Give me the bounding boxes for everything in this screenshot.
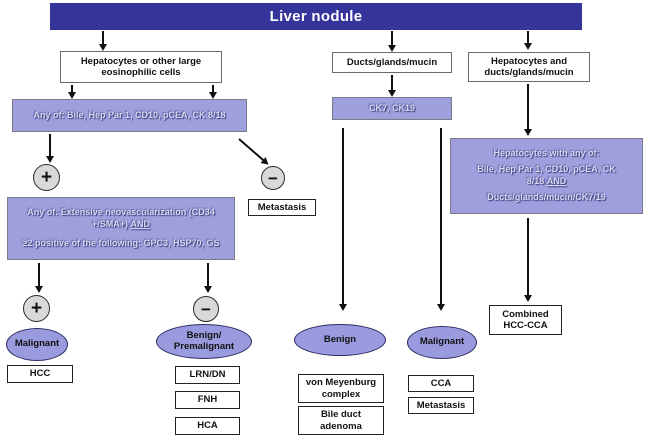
branch-right-label: Hepatocytes and ducts/glands/mucin [484, 55, 574, 78]
box-hepatocytes-large-eosinophilic: Hepatocytes or other large eosinophilic … [60, 51, 222, 83]
arrow-middle-branch-to-markers [391, 75, 393, 90]
arrow-ck-to-benign [342, 128, 344, 304]
box-bile-duct-adenoma: Bile duct adenoma [298, 406, 384, 435]
branch-middle-label: Ducts/glands/mucin [346, 56, 438, 68]
arrow-neovasc-negative [207, 263, 209, 286]
minus-icon: − [201, 299, 211, 319]
box-cca: CCA [408, 375, 474, 392]
arrow-right-branch-to-markers [527, 84, 529, 129]
minus-icon: − [268, 168, 278, 188]
box-hca: HCA [175, 417, 240, 435]
box-fnh: FNH [175, 391, 240, 409]
combined-markers-line3: Ducts/glands/mucin/CK7/19 [487, 192, 606, 203]
arrow-header-to-right-branch [527, 31, 529, 43]
ellipse-benign-ductal: Benign [294, 324, 386, 356]
box-hepatocytes-and-ducts: Hepatocytes and ducts/glands/mucin [468, 52, 590, 82]
hepatocyte-markers-text: Any of: Bile, Hep Par 1, CD10, pCEA, CK … [33, 109, 226, 120]
negative-sign-circle-1: − [261, 166, 285, 190]
box-hcc: HCC [7, 365, 73, 383]
box-von-meyenburg-complex: von Meyenburg complex [298, 374, 384, 403]
ellipse-malignant-hepatocellular: Malignant [6, 328, 68, 361]
combined-markers-line2: Bile, Hep Par 1, CD10, pCEA, CK 8/18 AND [477, 163, 616, 186]
panel-hepatocyte-markers: Any of: Bile, Hep Par 1, CD10, pCEA, CK … [12, 99, 247, 132]
positive-sign-circle-2: + [23, 295, 50, 322]
arrow-header-to-left-branch [102, 31, 104, 44]
ellipse-benign-premalignant: Benign/ Premalignant [156, 324, 252, 359]
panel-ck7-ck19: CK7, CK19 [332, 97, 452, 120]
ck7-ck19-text: CK7, CK19 [368, 102, 415, 113]
box-ducts-glands-mucin: Ducts/glands/mucin [332, 52, 452, 73]
ellipse-malignant-ductal: Malignant [407, 326, 477, 359]
arrow-left-branch-to-markers-a [71, 85, 73, 92]
box-lrn-dn: LRN/DN [175, 366, 240, 384]
box-combined-hcc-cca: Combined HCC-CCA [489, 305, 562, 335]
arrow-left-branch-to-markers-b [212, 85, 214, 92]
arrow-markers-positive [49, 134, 51, 156]
and-conjunction: AND [130, 219, 151, 230]
arrow-combined-markers-to-outcome [527, 218, 529, 295]
box-metastasis-upper: Metastasis [248, 199, 316, 216]
branch-left-label: Hepatocytes or other large eosinophilic … [80, 55, 202, 78]
neovascularization-line1: Any of: Extensive neovascularization (CD… [27, 207, 215, 230]
panel-hepatocyte-duct-markers: Hepatocytes with any of: Bile, Hep Par 1… [450, 138, 643, 214]
arrow-ck-to-malignant [440, 128, 442, 304]
neovascularization-line2: ≥2 positive of the following: GPC3, HSP7… [22, 237, 220, 248]
positive-sign-circle-1: + [33, 164, 60, 191]
arrow-header-to-middle-branch [391, 31, 393, 45]
negative-sign-circle-2: − [193, 296, 219, 322]
plus-icon: + [40, 167, 53, 188]
header-liver-nodule: Liver nodule [50, 3, 582, 30]
page-title: Liver nodule [269, 8, 363, 25]
arrow-neovasc-positive [38, 263, 40, 286]
arrow-markers-negative [238, 138, 265, 162]
and-conjunction: AND [546, 175, 567, 186]
combined-markers-line1: Hepatocytes with any of: [493, 148, 600, 159]
box-metastasis-lower: Metastasis [408, 397, 474, 414]
plus-icon: + [30, 298, 43, 319]
panel-neovascularization: Any of: Extensive neovascularization (CD… [7, 197, 235, 260]
